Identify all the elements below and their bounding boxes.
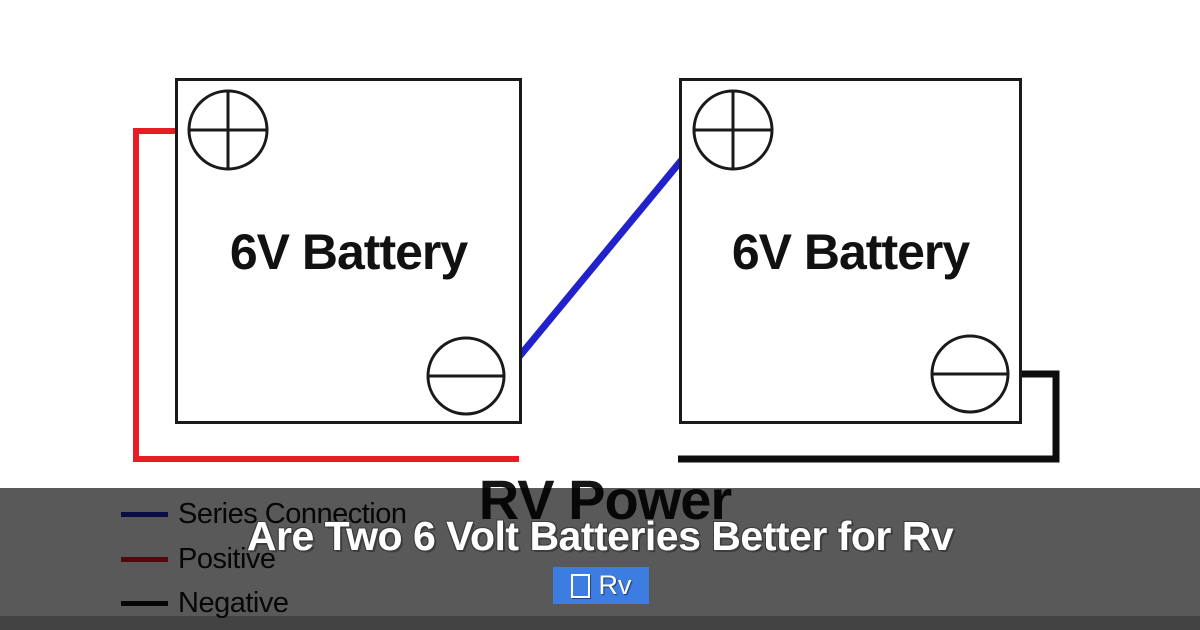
- minus-terminal-icon: [426, 336, 506, 416]
- missing-glyph-square-icon: [570, 573, 590, 598]
- battery-label-left: 6V Battery: [229, 224, 468, 280]
- page-title: Are Two 6 Volt Batteries Better for Rv: [246, 513, 954, 559]
- battery-outlines: [175, 78, 1022, 424]
- title-overlay-band: [0, 488, 1200, 630]
- plus-terminal-icon: [692, 89, 774, 171]
- battery-label-right: 6V Battery: [731, 224, 970, 280]
- bottom-edge-strip: [0, 616, 1200, 630]
- negative-wire: [678, 370, 1060, 463]
- source-badge: Rv: [553, 567, 649, 604]
- plus-terminal-icon: [187, 89, 269, 171]
- minus-terminal-icon: [930, 334, 1010, 414]
- positive-wire: [133, 128, 519, 462]
- series-connection-wire: [501, 136, 702, 378]
- source-badge-label: Rv: [598, 570, 632, 600]
